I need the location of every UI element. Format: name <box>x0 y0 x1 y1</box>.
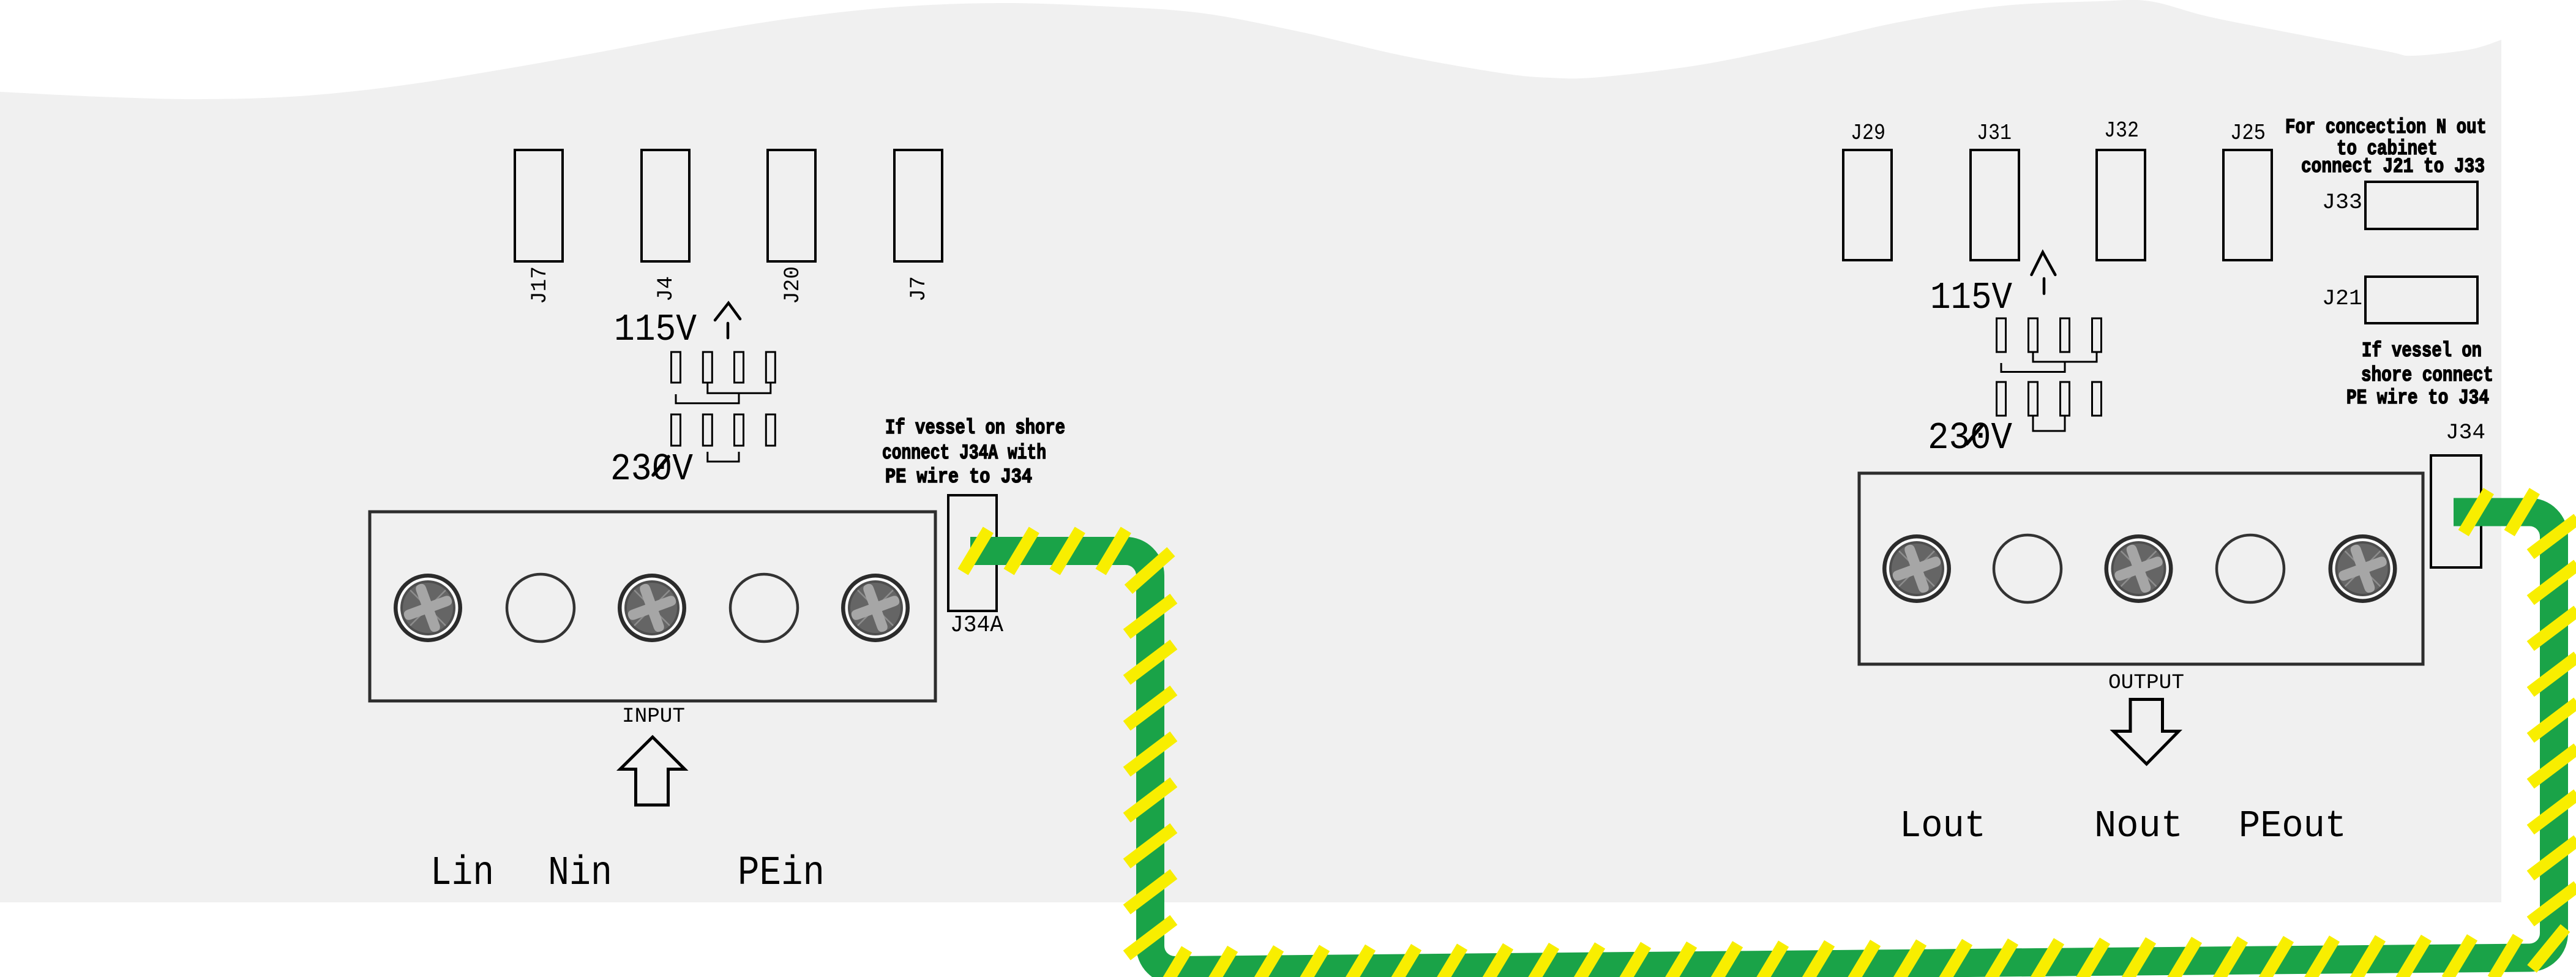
svg-text:J34: J34 <box>2446 421 2485 445</box>
svg-text:Lin: Lin <box>430 850 494 897</box>
svg-text:J25: J25 <box>2230 121 2266 146</box>
svg-text:to cabinet: to cabinet <box>2337 138 2438 161</box>
svg-text:PEin: PEin <box>738 850 825 897</box>
svg-text:J29: J29 <box>1851 121 1885 146</box>
svg-text:INPUT: INPUT <box>622 705 685 728</box>
svg-text:connect J21 to J33: connect J21 to J33 <box>2301 155 2485 179</box>
svg-text:115V: 115V <box>614 308 697 351</box>
svg-text:Nin: Nin <box>548 850 612 897</box>
svg-text:J31: J31 <box>1977 121 2012 146</box>
svg-text:230V: 230V <box>610 447 693 491</box>
svg-text:PE wire to J34: PE wire to J34 <box>885 466 1032 489</box>
svg-text:J20: J20 <box>781 266 805 304</box>
svg-text:J32: J32 <box>2104 118 2139 143</box>
svg-text:If vessel on: If vessel on <box>2362 340 2482 363</box>
svg-text:shore connect: shore connect <box>2361 364 2493 387</box>
svg-text:J33: J33 <box>2322 190 2362 215</box>
svg-text:connect J34A with: connect J34A with <box>882 442 1046 465</box>
svg-text:Nout: Nout <box>2094 804 2183 848</box>
svg-text:If vessel on shore: If vessel on shore <box>885 417 1065 440</box>
svg-text:J4: J4 <box>654 276 678 302</box>
svg-text:Lout: Lout <box>1900 804 1986 848</box>
svg-text:PE wire to J34: PE wire to J34 <box>2346 387 2489 410</box>
svg-text:J34A: J34A <box>950 612 1003 638</box>
svg-text:J17: J17 <box>528 266 552 304</box>
svg-text:For concection N out: For concection N out <box>2285 116 2487 140</box>
svg-text:OUTPUT: OUTPUT <box>2108 672 2184 695</box>
svg-text:J21: J21 <box>2322 286 2362 311</box>
svg-text:J7: J7 <box>907 276 931 302</box>
svg-text:PEout: PEout <box>2239 804 2346 848</box>
svg-text:115V: 115V <box>1930 276 2012 320</box>
